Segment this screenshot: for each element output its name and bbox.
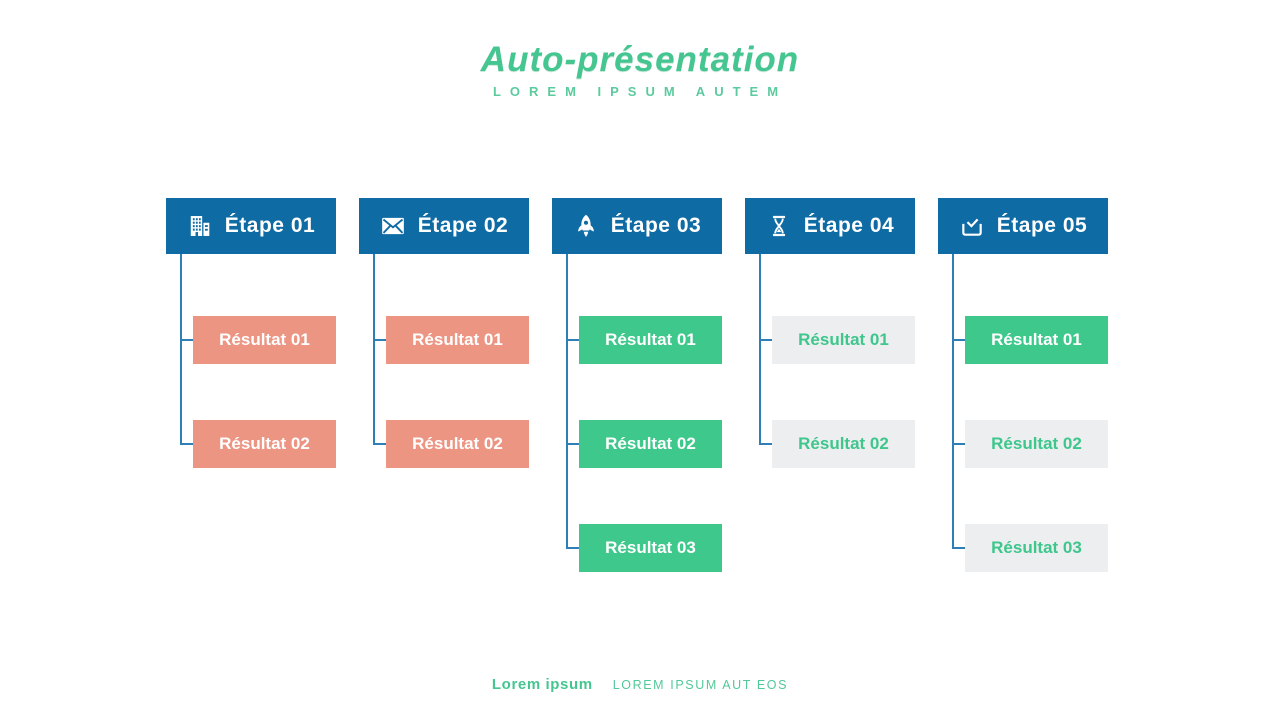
result-box[interactable]: Résultat 01 — [965, 316, 1108, 364]
step-header-5[interactable]: Étape 05 — [938, 198, 1108, 254]
step-column-5: Étape 05 Résultat 01 Résultat 02 Résulta… — [938, 198, 1108, 572]
connector-stub — [952, 547, 966, 549]
steps-diagram: Étape 01 Résultat 01 Résultat 02 Étape 0… — [166, 198, 1108, 572]
step-header-2[interactable]: Étape 02 — [359, 198, 529, 254]
step-column-2: Étape 02 Résultat 01 Résultat 02 — [359, 198, 529, 572]
step-title: Étape 01 — [224, 214, 316, 237]
result-box[interactable]: Résultat 01 — [579, 316, 722, 364]
step-header-3[interactable]: Étape 03 — [552, 198, 722, 254]
hourglass-icon — [766, 213, 792, 239]
envelope-icon — [380, 213, 406, 239]
page-subtitle: LOREM IPSUM AUTEM — [492, 84, 788, 99]
result-box[interactable]: Résultat 03 — [965, 524, 1108, 572]
step-header-4[interactable]: Étape 04 — [745, 198, 915, 254]
building-icon — [187, 213, 213, 239]
connector-line — [759, 254, 761, 444]
page-title: Auto-présentation — [480, 40, 800, 79]
step-title: Étape 02 — [417, 214, 509, 237]
result-box[interactable]: Résultat 03 — [579, 524, 722, 572]
step-column-4: Étape 04 Résultat 01 Résultat 02 — [745, 198, 915, 572]
tagline-label: LOREM IPSUM AUT EOS — [612, 678, 789, 692]
result-box[interactable]: Résultat 02 — [772, 420, 915, 468]
connector-stub — [566, 443, 580, 445]
connector-stub — [373, 443, 387, 445]
result-box[interactable]: Résultat 01 — [193, 316, 336, 364]
connector-stub — [373, 339, 387, 341]
step-header-1[interactable]: Étape 01 — [166, 198, 336, 254]
result-box[interactable]: Résultat 01 — [772, 316, 915, 364]
footer: Lorem ipsum LOREM IPSUM AUT EOS — [0, 676, 1280, 693]
step-title: Étape 05 — [996, 214, 1088, 237]
rocket-icon — [573, 213, 599, 239]
connector-stub — [952, 443, 966, 445]
connector-stub — [566, 339, 580, 341]
brand-label: Lorem ipsum — [491, 676, 593, 693]
connector-stub — [180, 339, 194, 341]
result-box[interactable]: Résultat 02 — [193, 420, 336, 468]
connector-stub — [952, 339, 966, 341]
result-box[interactable]: Résultat 02 — [965, 420, 1108, 468]
connector-line — [180, 254, 182, 444]
connector-line — [952, 254, 954, 548]
connector-line — [566, 254, 568, 548]
step-column-3: Étape 03 Résultat 01 Résultat 02 Résulta… — [552, 198, 722, 572]
title-block: Auto-présentation LOREM IPSUM AUTEM — [0, 40, 1280, 99]
connector-stub — [180, 443, 194, 445]
result-box[interactable]: Résultat 01 — [386, 316, 529, 364]
step-column-1: Étape 01 Résultat 01 Résultat 02 — [166, 198, 336, 572]
step-title: Étape 03 — [610, 214, 702, 237]
connector-stub — [566, 547, 580, 549]
inbox-check-icon — [959, 213, 985, 239]
connector-stub — [759, 339, 773, 341]
result-box[interactable]: Résultat 02 — [579, 420, 722, 468]
result-box[interactable]: Résultat 02 — [386, 420, 529, 468]
connector-line — [373, 254, 375, 444]
connector-stub — [759, 443, 773, 445]
step-title: Étape 04 — [803, 214, 895, 237]
